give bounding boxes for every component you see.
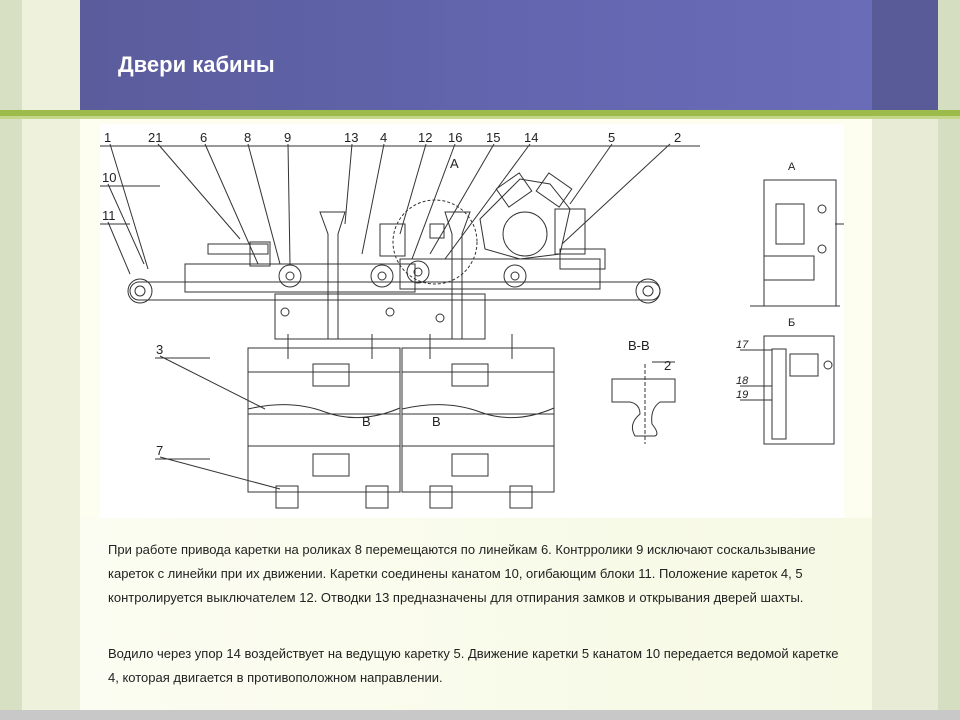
text-panel [80, 518, 872, 710]
header-stripe [0, 110, 960, 116]
left-inner-band [22, 0, 80, 720]
section-b-label-left: B [362, 414, 371, 429]
callout-10: 10 [102, 170, 116, 185]
callout-5: 5 [608, 130, 615, 145]
header-right-block [872, 0, 938, 110]
callout-14: 14 [524, 130, 538, 145]
header-stripe-light [0, 116, 960, 119]
callout-21: 21 [148, 130, 162, 145]
slide-title: Двери кабины [118, 52, 275, 77]
body-paragraph-2: Водило через упор 14 воздействует на вед… [108, 646, 839, 685]
section-bb-callout-2: 2 [664, 358, 671, 373]
callout-11: 11 [102, 208, 116, 223]
detail-callout-18: 18 [736, 375, 749, 387]
section-b-label-right: B [432, 414, 441, 429]
left-border-band [0, 0, 22, 720]
callout-8: 8 [244, 130, 251, 145]
callout-3: 3 [156, 342, 163, 357]
body-paragraph-1: При работе привода каретки на роликах 8 … [108, 542, 816, 605]
callout-15: 15 [486, 130, 500, 145]
callout-1: 1 [104, 130, 111, 145]
section-bb-label: B-B [628, 338, 650, 353]
callout-13: 13 [344, 130, 358, 145]
callout-6: 6 [200, 130, 207, 145]
detail-b-title: Б [788, 317, 795, 329]
slide-header [80, 0, 872, 110]
technical-drawing: 1 21 6 8 9 13 4 12 16 15 14 5 2 10 11 3 … [100, 124, 858, 518]
callout-9: 9 [284, 130, 291, 145]
callout-7: 7 [156, 443, 163, 458]
right-outer-band [938, 0, 960, 720]
callout-2: 2 [674, 130, 681, 145]
section-a-label: A [450, 156, 459, 171]
callout-4: 4 [380, 130, 387, 145]
detail-callout-17: 17 [736, 339, 749, 351]
drawing-svg: 1 21 6 8 9 13 4 12 16 15 14 5 2 10 11 3 … [100, 130, 858, 509]
footer-bar [0, 710, 960, 720]
detail-a-title: A [788, 161, 796, 173]
detail-callout-19: 19 [736, 389, 748, 401]
callout-12: 12 [418, 130, 432, 145]
callout-16: 16 [448, 130, 462, 145]
